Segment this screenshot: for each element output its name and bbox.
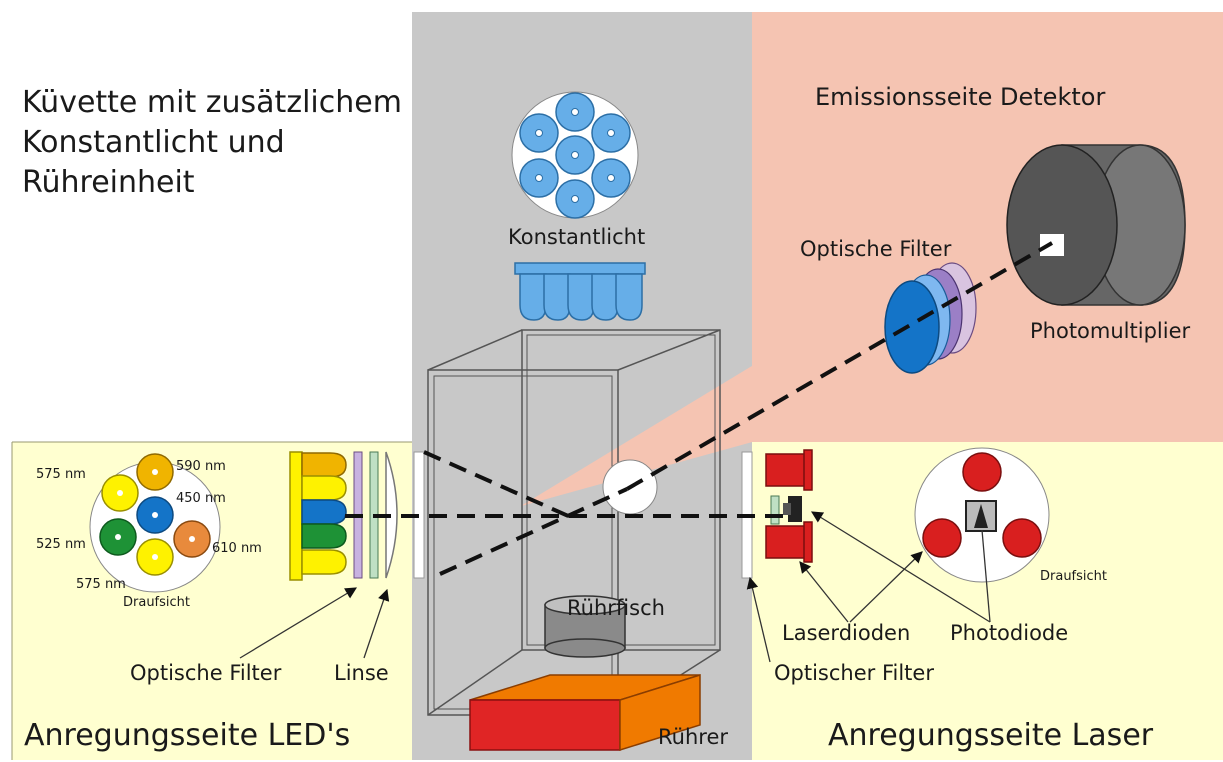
- laser-diodes-label: Laserdioden: [782, 621, 910, 645]
- stirrer: [469, 673, 701, 752]
- stir-bar: [544, 595, 626, 658]
- emission-side-label: Emissionsseite Detektor: [815, 83, 1105, 111]
- title-line-3: Rühreinheit: [22, 165, 195, 200]
- wl-610: 610 nm: [212, 541, 262, 556]
- photodiode: [783, 496, 802, 522]
- photomultiplier: [1006, 144, 1186, 306]
- constant-light-leds: [514, 262, 646, 321]
- photodiode-label: Photodiode: [950, 621, 1068, 645]
- wl-575-bottom: 575 nm: [76, 577, 126, 592]
- laser-top-view-label: Draufsicht: [1040, 569, 1107, 584]
- stir-bar-label: Rührfisch: [567, 596, 665, 620]
- lens-label: Linse: [334, 661, 389, 685]
- pointer-arrows: [239, 511, 991, 663]
- laser-side-label: Anregungsseite Laser: [828, 718, 1154, 753]
- light-beams: [345, 241, 1054, 576]
- yellow-led-panel: [12, 442, 412, 760]
- title-line-1: Küvette mit zusätzlichem: [22, 85, 402, 120]
- title-line-2: Konstantlicht und: [22, 125, 285, 160]
- laser-filter-label: Optischer Filter: [774, 661, 934, 685]
- wl-590: 590 nm: [176, 459, 226, 474]
- constant-light-top-view: [511, 91, 639, 219]
- photomultiplier-label: Photomultiplier: [1030, 319, 1190, 343]
- wl-525: 525 nm: [36, 537, 86, 552]
- laser-diode-top: [765, 449, 813, 491]
- stirrer-label: Rührer: [658, 725, 728, 749]
- led-lens: [385, 451, 398, 579]
- led-stack: [289, 451, 347, 581]
- led-side-label: Anregungsseite LED's: [24, 718, 350, 753]
- pink-emission-wedge: [521, 366, 752, 506]
- laser-diode-bottom: [765, 521, 813, 563]
- pink-emission-panel: [521, 12, 1223, 506]
- emission-optical-filters: [884, 262, 977, 374]
- led-filter-label: Optische Filter: [130, 661, 282, 685]
- laser-top-view: [914, 447, 1050, 583]
- wl-450: 450 nm: [176, 491, 226, 506]
- laser-filter: [770, 495, 780, 525]
- led-top-view-label: Draufsicht: [123, 595, 190, 610]
- led-top-view: [89, 453, 221, 593]
- emission-filter-label: Optische Filter: [800, 237, 952, 261]
- wl-575-top: 575 nm: [36, 467, 86, 482]
- constant-light-label: Konstantlicht: [508, 225, 645, 249]
